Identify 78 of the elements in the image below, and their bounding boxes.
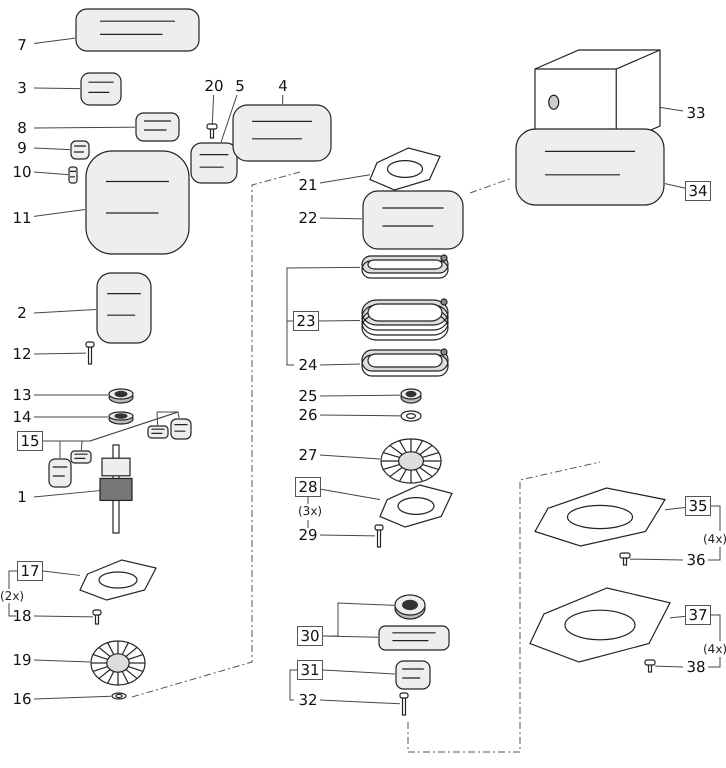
leader-line	[282, 94, 284, 104]
callout-number: 27	[296, 446, 320, 464]
callout-number: 33	[683, 104, 709, 122]
leader-line	[320, 364, 360, 366]
callout-number: 37	[685, 605, 711, 625]
quantity-note: (3x)	[298, 504, 322, 518]
callout-number: 34	[685, 181, 711, 201]
leader-line	[320, 488, 380, 500]
leader-line	[34, 172, 68, 176]
callout-number: 7	[10, 36, 34, 54]
quantity-note: (2x)	[0, 589, 24, 603]
callout-number: 30	[297, 626, 323, 646]
leader-line	[42, 570, 80, 576]
leader-line	[34, 126, 136, 128]
leader-line	[34, 88, 80, 90]
callout-number: 25	[296, 387, 320, 405]
leader-line	[212, 94, 214, 124]
leader-line	[320, 700, 400, 704]
callout-number: 21	[296, 176, 320, 194]
callout-number: 15	[17, 431, 43, 451]
leader-line	[320, 394, 400, 396]
leader-line	[664, 183, 686, 189]
callout-number: 13	[10, 386, 34, 404]
leader-line	[34, 616, 94, 618]
leader-line	[320, 534, 376, 536]
callout-number: 14	[10, 408, 34, 426]
leader-line	[320, 218, 362, 220]
leader-line	[34, 394, 108, 396]
leader-line	[34, 696, 112, 700]
callout-number: 26	[296, 406, 320, 424]
callout-number: 23	[293, 311, 319, 331]
callout-number: 5	[229, 77, 251, 95]
leader-line	[630, 558, 684, 560]
callout-number: 18	[10, 607, 34, 625]
callout-number: 28	[295, 477, 321, 497]
callout-number: 31	[297, 660, 323, 680]
leader-line	[34, 148, 70, 150]
callout-number: 38	[683, 658, 709, 676]
leader-line	[286, 266, 360, 322]
leader-line	[670, 616, 686, 618]
leader-line	[320, 454, 380, 460]
callout-number: 32	[296, 691, 320, 709]
callout-number: 3	[10, 79, 34, 97]
callout-number: 8	[10, 119, 34, 137]
quantity-note: (4x)	[703, 532, 726, 546]
leader-line	[664, 506, 686, 510]
callout-number: 12	[10, 345, 34, 363]
leader-line	[34, 38, 76, 44]
callout-number: 24	[296, 356, 320, 374]
callout-number: 10	[10, 163, 34, 181]
callout-number: 9	[10, 139, 34, 157]
callout-number: 29	[296, 526, 320, 544]
callout-number: 17	[17, 561, 43, 581]
callout-number: 22	[296, 209, 320, 227]
leader-line	[660, 106, 684, 112]
leader-line	[654, 666, 684, 668]
leader-line	[34, 352, 86, 354]
leader-line	[34, 490, 100, 498]
callout-number: 35	[685, 496, 711, 516]
leader-line	[220, 94, 238, 142]
leader-line	[322, 636, 378, 638]
leader-line	[34, 660, 90, 662]
callout-number: 4	[272, 77, 294, 95]
leader-line	[34, 209, 86, 217]
callout-number: 1	[10, 488, 34, 506]
callout-number: 36	[683, 551, 709, 569]
leader-line	[34, 309, 96, 314]
leader-line	[322, 670, 396, 674]
callout-number: 19	[10, 651, 34, 669]
callout-number: 20	[203, 77, 225, 95]
callout-number: 2	[10, 304, 34, 322]
leader-line	[320, 414, 400, 416]
leader-line	[318, 320, 360, 322]
leader-line	[34, 416, 108, 418]
callout-number: 16	[10, 690, 34, 708]
quantity-note: (4x)	[703, 642, 726, 656]
leader-line	[320, 174, 370, 184]
callout-number: 11	[10, 209, 34, 227]
